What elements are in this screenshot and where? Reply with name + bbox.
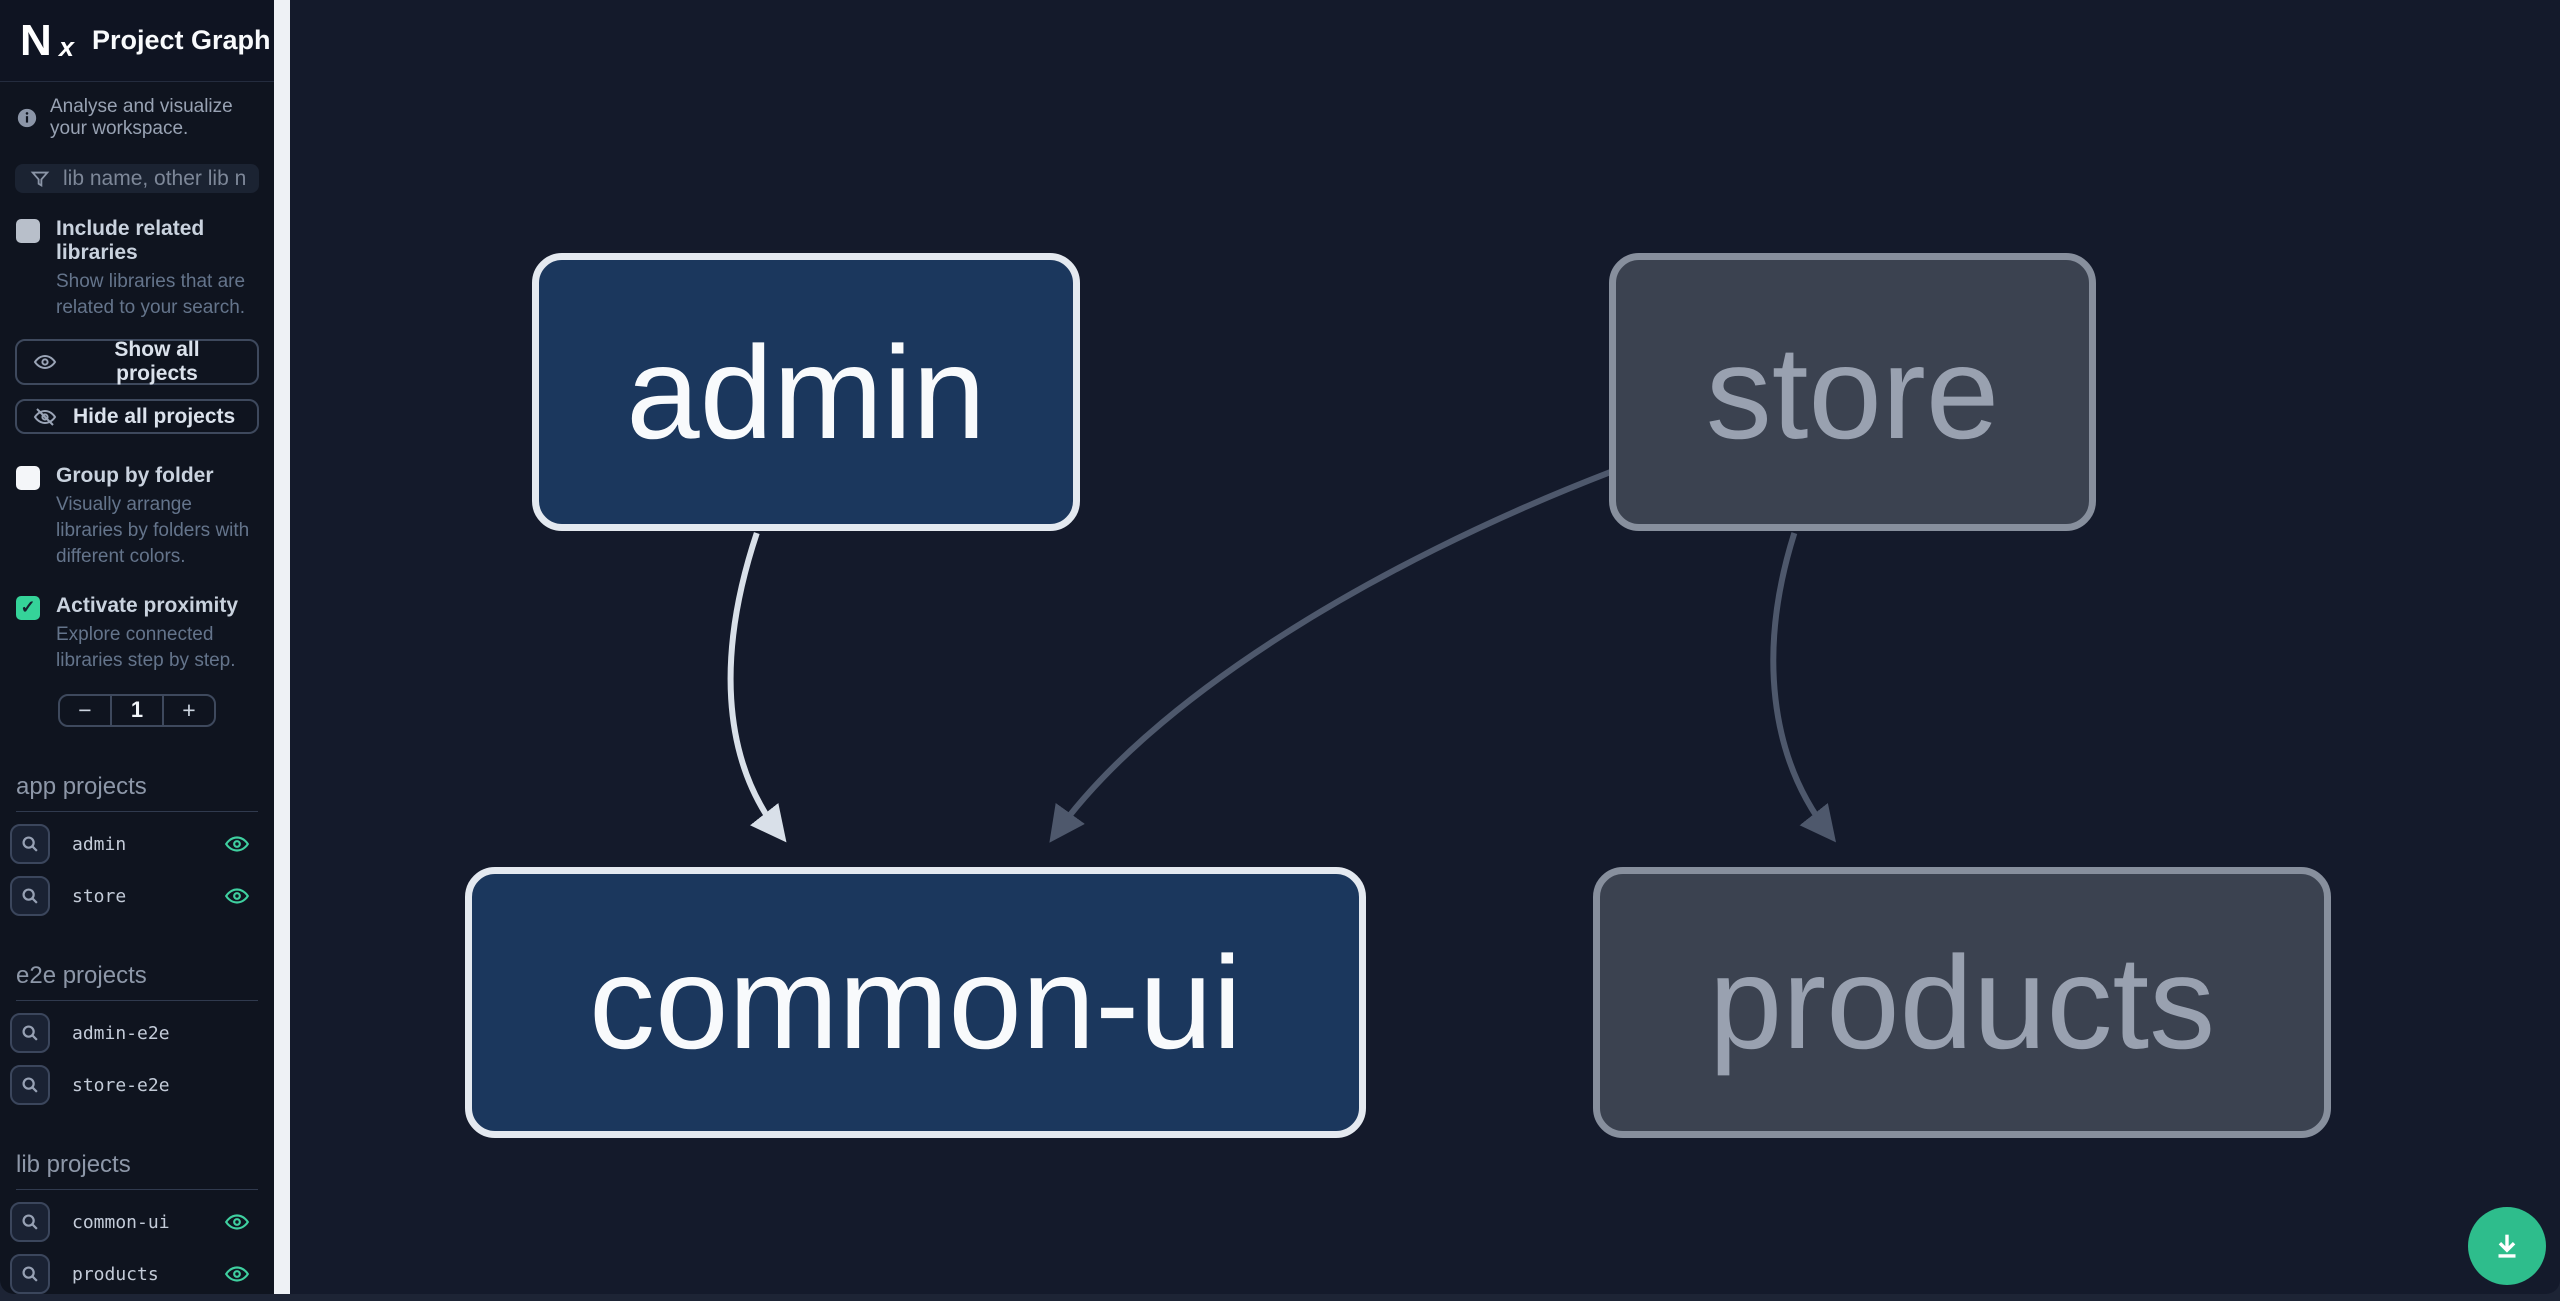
filter-input-wrap (15, 164, 259, 194)
project-row-products: products (10, 1254, 262, 1294)
option-group-by-folder[interactable]: Group by folder Visually arrange librari… (16, 464, 258, 570)
section-title-lib-projects: lib projects (16, 1151, 258, 1191)
sidebar: N x Project Graph Analyse and visualize … (0, 0, 274, 1294)
focus-project-button[interactable] (10, 824, 50, 865)
include-related-label: Include related libraries (56, 217, 205, 265)
download-icon (2490, 1229, 2524, 1263)
graph-node-label: admin (626, 318, 986, 466)
project-row-admin-e2e: admin-e2e (10, 1013, 262, 1054)
project-visibility-eye-icon[interactable] (224, 1261, 250, 1287)
graph-node-products[interactable]: products (1593, 867, 2331, 1138)
activate-proximity-checkbox[interactable]: ✓ (16, 595, 40, 620)
eye-icon (33, 350, 57, 374)
filter-funnel-icon (29, 168, 51, 190)
project-row-common-ui: common-ui (10, 1202, 262, 1243)
show-all-projects-label: Show all projects (114, 338, 200, 386)
filter-input[interactable] (63, 166, 245, 191)
activate-proximity-label: Activate proximity (56, 593, 239, 617)
option-include-related[interactable]: Include related libraries Show libraries… (16, 217, 258, 321)
sidebar-header: N x Project Graph (0, 0, 274, 82)
hide-all-projects-button[interactable]: Hide all projects (15, 399, 259, 434)
focus-project-button[interactable] (10, 1254, 50, 1294)
sidebar-scrollbar-track[interactable] (274, 0, 290, 1294)
edge-admin-to-common-ui (727, 532, 787, 843)
nx-logo-icon: N x (20, 15, 74, 65)
show-all-projects-button[interactable]: Show all projects (15, 338, 259, 386)
focus-project-button[interactable] (10, 1013, 50, 1054)
graph-node-label: store (1705, 318, 2000, 466)
project-name: store-e2e (72, 1074, 170, 1096)
hide-all-projects-label: Hide all projects (73, 404, 236, 428)
project-name: admin-e2e (72, 1022, 170, 1044)
download-graph-button[interactable] (2468, 1207, 2546, 1285)
activate-proximity-description: Explore connected libraries step by step… (56, 623, 236, 671)
workspace-tagline: Analyse and visualize your workspace. (16, 96, 258, 140)
graph-node-common-ui[interactable]: common-ui (465, 867, 1366, 1138)
eye-off-icon (33, 405, 57, 429)
dependency-edges (727, 469, 1837, 843)
proximity-value: 1 (110, 695, 164, 726)
info-icon (16, 107, 38, 129)
project-visibility-eye-icon[interactable] (224, 883, 250, 909)
project-name: common-ui (72, 1211, 170, 1233)
proximity-stepper: − 1 + (58, 693, 216, 728)
graph-node-label: products (1708, 929, 2216, 1076)
page-title: Project Graph (92, 25, 271, 55)
graph-node-store[interactable]: store (1609, 253, 2096, 531)
proximity-increment-button[interactable]: + (182, 696, 196, 723)
project-visibility-eye-icon[interactable] (224, 1209, 250, 1235)
edge-store-to-common-ui (1049, 469, 1612, 843)
project-name: store (72, 885, 127, 907)
group-by-folder-description: Visually arrange libraries by folders wi… (56, 493, 250, 567)
focus-project-button[interactable] (10, 876, 50, 917)
nx-logo-n: N (20, 15, 52, 65)
project-row-store-e2e: store-e2e (10, 1065, 262, 1106)
group-by-folder-label: Group by folder (56, 463, 214, 487)
section-title-app-projects: app projects (16, 773, 258, 813)
section-title-e2e-projects: e2e projects (16, 962, 258, 1002)
edge-store-to-products (1770, 532, 1837, 843)
proximity-decrement-button[interactable]: − (78, 696, 92, 723)
include-related-checkbox[interactable] (16, 219, 40, 244)
graph-node-admin[interactable]: admin (532, 253, 1080, 531)
project-row-store: store (10, 876, 262, 917)
project-visibility-eye-icon[interactable] (224, 831, 250, 857)
graph-node-label: common-ui (589, 929, 1242, 1076)
project-name: admin (72, 833, 127, 855)
project-row-admin: admin (10, 824, 262, 865)
tagline-text: Analyse and visualize your workspace. (50, 96, 233, 139)
include-related-description: Show libraries that are related to your … (56, 271, 246, 319)
project-name: products (72, 1263, 159, 1285)
group-by-folder-checkbox[interactable] (16, 465, 40, 490)
focus-project-button[interactable] (10, 1065, 50, 1106)
nx-logo-x: x (58, 31, 74, 62)
project-graph-canvas[interactable]: admin store common-ui products (290, 0, 2560, 1294)
option-activate-proximity[interactable]: ✓ Activate proximity Explore connected l… (16, 594, 258, 674)
focus-project-button[interactable] (10, 1202, 50, 1243)
